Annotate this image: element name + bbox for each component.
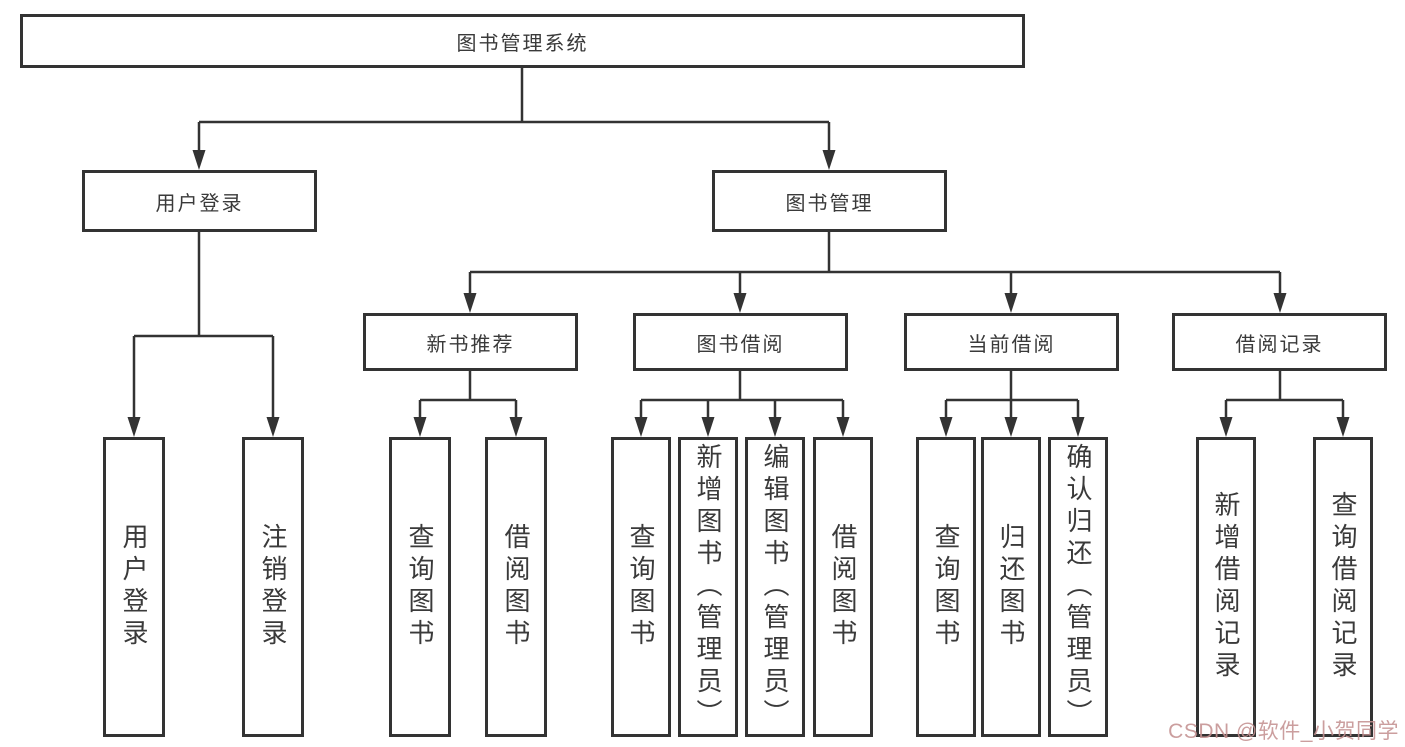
node-user-login-label: 用户登录	[155, 192, 244, 215]
leaf-add-books-admin-label: 新增图书（管理员）	[693, 443, 723, 731]
leaf-query-books-recommend: 查询图书	[389, 437, 451, 737]
leaf-user-login: 用户登录	[103, 437, 165, 737]
leaf-borrow-books-borrowing-label: 借阅图书	[828, 523, 858, 651]
leaf-user-login-label: 用户登录	[119, 523, 149, 651]
node-book-borrowing-label: 图书借阅	[696, 333, 785, 356]
leaf-query-books-borrowing: 查询图书	[611, 437, 671, 737]
leaf-query-books-current: 查询图书	[916, 437, 976, 737]
node-new-book-recommend: 新书推荐	[363, 313, 578, 371]
leaf-add-books-admin: 新增图书（管理员）	[678, 437, 738, 737]
leaf-return-books-label: 归还图书	[996, 523, 1026, 651]
leaf-edit-books-admin: 编辑图书（管理员）	[745, 437, 805, 737]
node-current-borrowing: 当前借阅	[904, 313, 1119, 371]
leaf-query-borrow-record-label: 查询借阅记录	[1328, 491, 1358, 683]
node-borrowing-records-label: 借阅记录	[1235, 333, 1324, 356]
leaf-edit-books-admin-label: 编辑图书（管理员）	[760, 443, 790, 731]
node-root-system: 图书管理系统	[20, 14, 1025, 68]
leaf-return-books: 归还图书	[981, 437, 1041, 737]
leaf-query-books-current-label: 查询图书	[931, 523, 961, 651]
leaf-borrow-books-borrowing: 借阅图书	[813, 437, 873, 737]
leaf-query-borrow-record: 查询借阅记录	[1313, 437, 1373, 737]
node-current-borrowing-label: 当前借阅	[967, 333, 1056, 356]
leaf-confirm-return-admin-label: 确认归还（管理员）	[1063, 443, 1093, 731]
leaf-logout-login: 注销登录	[242, 437, 304, 737]
node-user-login: 用户登录	[82, 170, 317, 232]
leaf-query-books-recommend-label: 查询图书	[405, 523, 435, 651]
node-book-borrowing: 图书借阅	[633, 313, 848, 371]
leaf-borrow-books-recommend: 借阅图书	[485, 437, 547, 737]
node-book-management-label: 图书管理	[785, 192, 874, 215]
node-root-label: 图书管理系统	[456, 32, 589, 55]
leaf-add-borrow-record-label: 新增借阅记录	[1211, 491, 1241, 683]
leaf-add-borrow-record: 新增借阅记录	[1196, 437, 1256, 737]
node-book-management: 图书管理	[712, 170, 947, 232]
node-new-book-recommend-label: 新书推荐	[426, 333, 515, 356]
leaf-logout-login-label: 注销登录	[258, 523, 288, 651]
node-borrowing-records: 借阅记录	[1172, 313, 1387, 371]
leaf-query-books-borrowing-label: 查询图书	[626, 523, 656, 651]
leaf-borrow-books-recommend-label: 借阅图书	[501, 523, 531, 651]
leaf-confirm-return-admin: 确认归还（管理员）	[1048, 437, 1108, 737]
csdn-watermark: CSDN @软件_小贺同学	[1168, 720, 1399, 743]
